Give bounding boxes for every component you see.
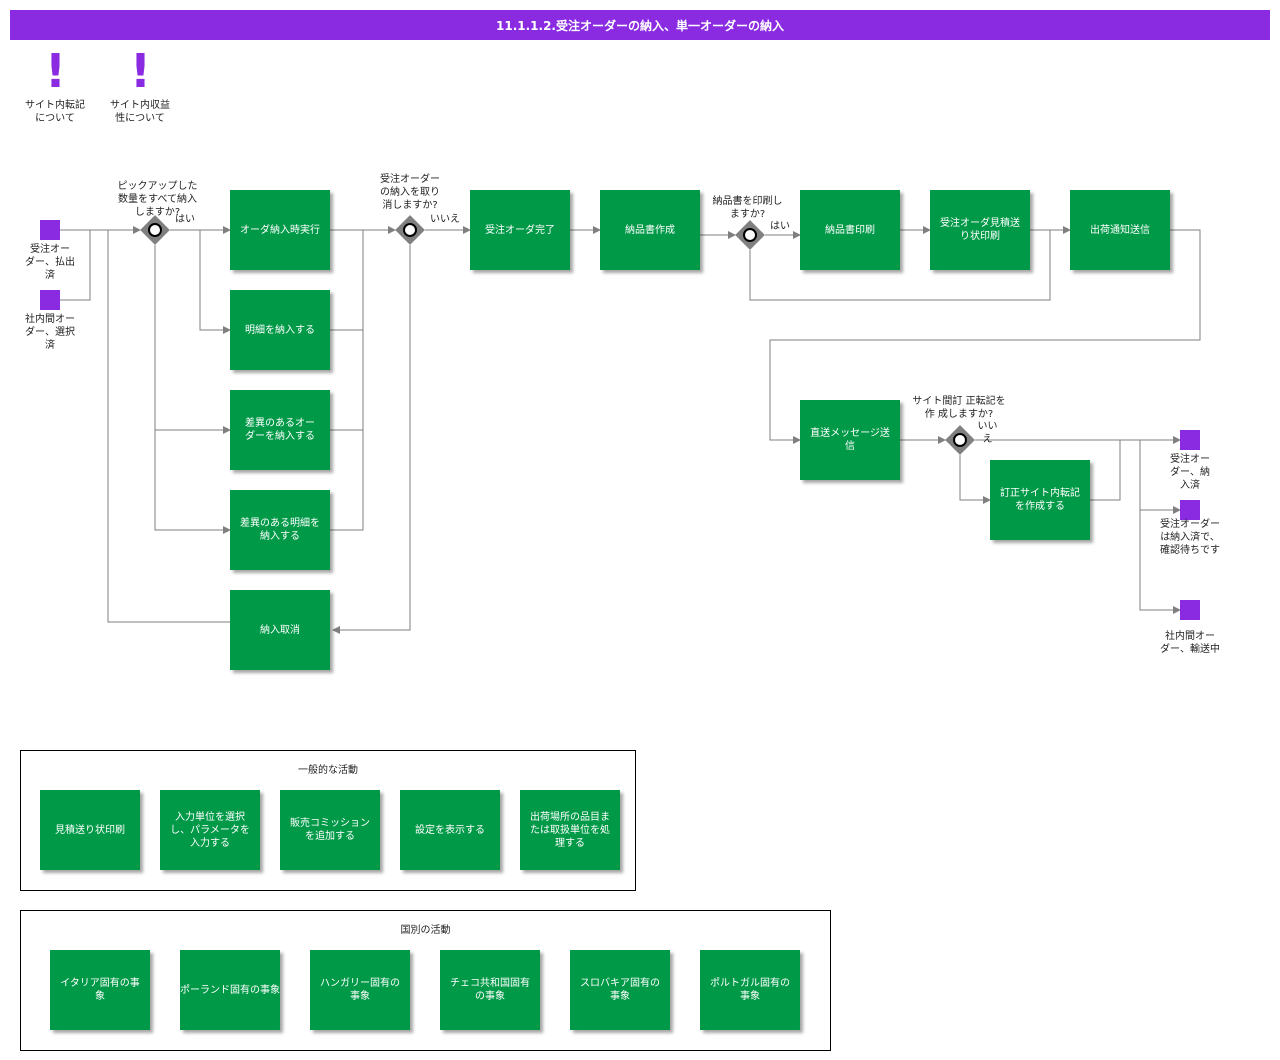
note-exclamation-icon[interactable]: ! [130,44,151,98]
flow-t10-t11 [769,229,1201,444]
end-event-2[interactable] [1180,500,1200,520]
end-event-1[interactable] [1180,430,1200,450]
end-event-3[interactable] [1180,600,1200,620]
task-send-direct-delivery-message[interactable]: 直送メッセージ送 信 [800,400,900,480]
country-activity-item[interactable]: ハンガリー固有の 事象 [310,950,410,1030]
gateway-g4-label: サイト間訂 正転記を 作 成しますか? [912,396,1006,420]
general-activity-item[interactable]: 出荷場所の品目ま たは取扱単位を処 理する [520,790,620,870]
flow-g1-t3 [154,245,231,434]
task-deliver-lines-with-difference[interactable]: 差異のある明細を 納入する [230,490,330,570]
task-complete-sales-order[interactable]: 受注オーダ完了 [470,190,570,270]
flow-g1-t2 [199,230,231,334]
gateway-g3-yes-label: はい [770,221,790,232]
general-activity-item[interactable]: 設定を表示する [400,790,500,870]
country-activities-title: 国別の活動 [400,925,451,936]
flow-g1-t4 [154,430,231,534]
country-activity-item[interactable]: チェコ共和国固有 の事象 [440,950,540,1030]
flow-g4-t12 [959,455,991,504]
country-activity-item[interactable]: スロバキア固有の 事象 [570,950,670,1030]
flow-t5-back [107,230,230,623]
end-event-2-label: 受注オーダー は納入済で、 確認待ちです [1160,519,1220,556]
task-create-delivery-note[interactable]: 納品書作成 [600,190,700,270]
note-label: サイト内転記 について [25,100,85,124]
task-cancel-delivery[interactable]: 納入取消 [230,590,330,670]
gateway-g2-no-label: いいえ [430,214,460,225]
start-event-1-label: 受注オー ダー、払出 済 [25,244,75,281]
flow-g3-skip [749,230,1051,301]
country-activities-group: 国別の活動 [20,910,831,1051]
general-activity-item[interactable]: 入力単位を選択 し、パラメータを 入力する [160,790,260,870]
country-activity-item[interactable]: ポーランド固有の事象 [180,950,280,1030]
general-activities-group: 一般的な活動 [20,750,636,891]
country-activity-item[interactable]: イタリア固有の事 象 [50,950,150,1030]
general-activity-item[interactable]: 販売コミッション を追加する [280,790,380,870]
gateway-g3-label: 納品書を印刷し ますか? [712,196,783,220]
page-title: 11.1.1.2.受注オーダーの納入、単一オーダーの納入 [10,10,1270,40]
start-event-2[interactable] [40,290,60,310]
task-deliver-lines[interactable]: 明細を納入する [230,290,330,370]
task-create-correction-posting[interactable]: 訂正サイト内転記 を作成する [990,460,1090,540]
flow-start2-g1 [60,230,91,301]
flow-t3-g2 [330,330,364,431]
gateway-g2-label: 受注オーダー の納入を取り 消しますか? [380,174,440,211]
flow-t4-g2 [330,430,364,531]
task-print-pro-forma-invoice[interactable]: 受注オーダ見積送 り状印刷 [930,190,1030,270]
flow-g2-t5 [332,245,411,634]
country-activity-item[interactable]: ポルトガル固有の 事象 [700,950,800,1030]
gateway-g1-yes-label: はい [175,214,195,225]
task-deliver-order-with-difference[interactable]: 差異のあるオー ダーを納入する [230,390,330,470]
task-order-delivery-execute[interactable]: オーダ納入時実行 [230,190,330,270]
flow-t2-g2 [330,230,364,331]
general-activities-title: 一般的な活動 [298,765,358,776]
end-event-3-label: 社内間オー ダー、輸送中 [1160,631,1220,655]
end-event-1-label: 受注オー ダー、納 入済 [1170,454,1210,491]
flow-to-end3 [1139,510,1181,614]
note-label: サイト内収益 性について [110,100,170,124]
flow-t12-merge [1090,440,1121,501]
general-activity-item[interactable]: 見積送り状印刷 [40,790,140,870]
gateway-g4-no-label: いい え [977,421,998,445]
note-exclamation-icon[interactable]: ! [45,44,66,98]
gateway-g1-label: ピックアップした 数量をすべて納入 しますか? [117,181,198,218]
start-event-2-label: 社内間オー ダー、選択 済 [25,314,75,351]
task-print-delivery-note[interactable]: 納品書印刷 [800,190,900,270]
start-event-1[interactable] [40,220,60,240]
task-send-shipping-notice[interactable]: 出荷通知送信 [1070,190,1170,270]
